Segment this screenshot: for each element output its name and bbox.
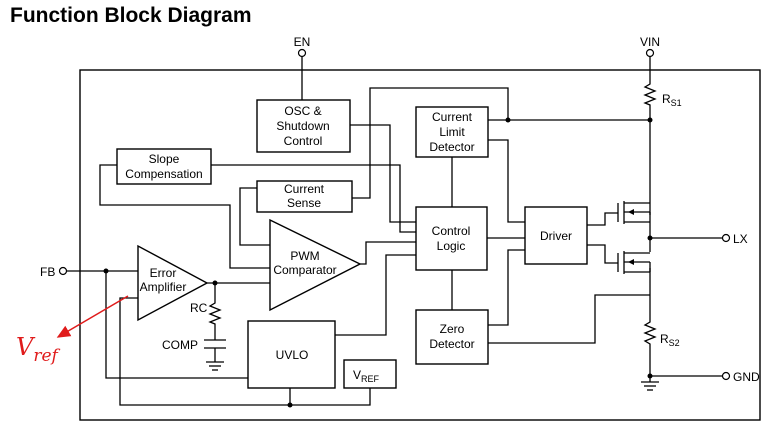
error-amp-line1: Error [150, 266, 177, 280]
rs1-resistor: RS1 [643, 80, 682, 108]
page-title: Function Block Diagram [10, 4, 252, 27]
control-logic-line1: Control [432, 224, 471, 238]
comp-ground-icon [206, 361, 224, 371]
pin-lx-label: LX [733, 232, 748, 246]
vref-label: VREF [353, 368, 380, 384]
pin-fb: FB [40, 265, 68, 279]
slope-label-line1: Slope [149, 152, 180, 166]
slope-label-line2: Compensation [125, 167, 202, 181]
vref-block: VREF [343, 359, 397, 389]
control-logic-line2: Logic [437, 239, 466, 253]
pin-vin-label: VIN [640, 35, 660, 49]
error-amp-line2: Amplifier [140, 280, 187, 294]
pin-vin: VIN [640, 35, 660, 58]
vref-annotation-label: Vref [16, 333, 61, 366]
pin-lx: LX [721, 232, 748, 246]
osc-label-line3: Control [284, 134, 323, 148]
zero-detector-line1: Zero [440, 322, 465, 336]
zero-detector-block: Zero Detector [415, 309, 489, 365]
vref-annotation: Vref [16, 295, 129, 366]
rs2-resistor: RS2 [643, 318, 680, 348]
current-limit-line3: Detector [429, 140, 474, 154]
junction-dots [103, 117, 653, 408]
driver-label: Driver [540, 229, 572, 243]
low-side-mosfet-icon [617, 251, 651, 274]
uvlo-label: UVLO [276, 348, 309, 362]
rc-resistor: RC [190, 300, 222, 325]
high-side-mosfet-icon [617, 201, 651, 224]
osc-label-line1: OSC & [284, 104, 321, 118]
current-sense-block: Current Sense [256, 180, 353, 213]
comp-capacitor: COMP [162, 338, 226, 352]
osc-label-line2: Shutdown [276, 119, 329, 133]
rs2-label: RS2 [660, 332, 680, 348]
pin-gnd-label: GND [733, 370, 760, 384]
pin-gnd: GND [721, 370, 760, 384]
uvlo-block: UVLO [247, 320, 336, 389]
slope-compensation-block: Slope Compensation [116, 148, 212, 185]
wires [67, 57, 722, 406]
pin-en-label: EN [294, 35, 311, 49]
pwm-comparator-block: PWM Comparator [269, 218, 362, 312]
current-limit-detector-block: Current Limit Detector [415, 106, 489, 158]
ic-boundary [79, 69, 761, 421]
current-limit-line2: Limit [439, 125, 465, 139]
current-sense-line1: Current [284, 182, 325, 196]
rc-label: RC [190, 301, 208, 315]
pin-fb-label: FB [40, 265, 55, 279]
osc-shutdown-block: OSC & Shutdown Control [256, 99, 351, 153]
comp-label: COMP [162, 338, 198, 352]
current-sense-line2: Sense [287, 196, 321, 210]
rs1-label: RS1 [662, 92, 682, 108]
error-amplifier-block: Error Amplifier [137, 244, 209, 322]
control-logic-block: Control Logic [415, 206, 488, 271]
gnd-ground-icon [641, 381, 659, 391]
pin-en: EN [294, 35, 311, 58]
zero-detector-line2: Detector [429, 337, 474, 351]
driver-block: Driver [524, 206, 588, 265]
pwm-label-line2: Comparator [273, 263, 336, 277]
current-limit-line1: Current [432, 110, 473, 124]
pwm-label-line1: PWM [290, 249, 319, 263]
